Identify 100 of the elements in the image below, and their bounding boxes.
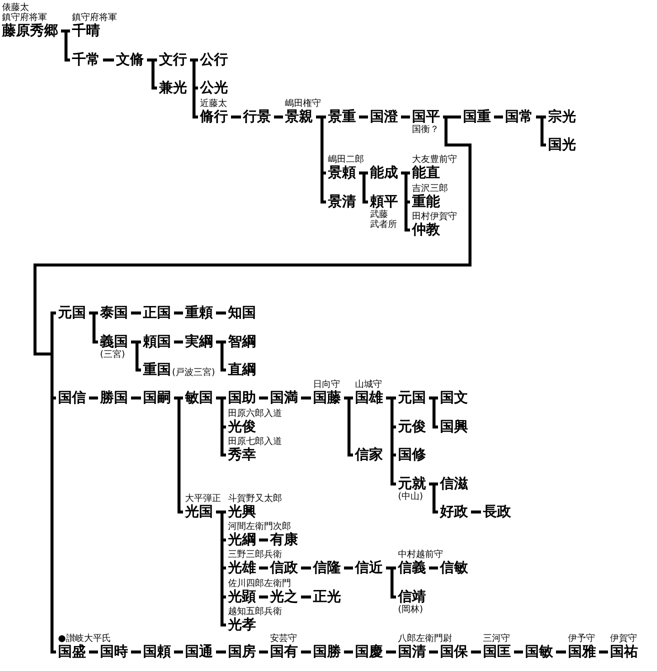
lineage-line — [274, 116, 283, 118]
person-name: 光之 — [270, 589, 298, 605]
person-name: 国清 — [398, 644, 426, 660]
person-name: 光孝 — [228, 617, 256, 633]
person-name: 国文 — [440, 390, 468, 406]
annotation: 鎮守府将軍 — [72, 13, 117, 23]
person-name: 国雄 — [355, 390, 383, 406]
person-name: 信靖 — [398, 589, 426, 605]
lineage-line — [216, 340, 226, 372]
lineage-line — [514, 650, 523, 654]
person-name: 元俊 — [398, 419, 426, 435]
person-name: 秀幸 — [228, 447, 256, 463]
lineage-line — [301, 650, 311, 654]
person-name: 千常 — [72, 52, 100, 68]
lineage-line — [174, 340, 183, 344]
person-name: 国有 — [270, 644, 298, 660]
annotation: 田原六郎入道 — [228, 409, 282, 419]
person-name: 国修 — [398, 447, 426, 463]
person-name: 泰国 — [100, 305, 128, 321]
person-name: 国保 — [440, 644, 468, 660]
lineage-line — [386, 650, 396, 654]
person-name: 頼平 — [370, 194, 398, 210]
annotation: 伊予守 — [568, 634, 595, 644]
annotation: 嶋田権守 — [285, 99, 321, 109]
annotation: 大友豊前守 — [412, 155, 457, 165]
person-name: 国祐 — [610, 644, 638, 660]
annotation: 嶋田二郎 — [328, 155, 364, 165]
person-name: 頼国 — [143, 334, 171, 350]
annotation: (岡林) — [398, 605, 424, 615]
person-name: 仲教 — [412, 222, 440, 238]
lineage-line — [401, 116, 410, 118]
person-name: 文脩 — [116, 52, 144, 68]
person-name: 信政 — [270, 560, 298, 576]
person-name: 敏国 — [185, 390, 213, 406]
person-name: 国信 — [58, 390, 86, 406]
annotation: 武藤 — [370, 210, 388, 220]
person-name: 実綱 — [185, 334, 213, 350]
lineage-line — [131, 396, 141, 400]
annotation: 伊賀守 — [610, 634, 637, 644]
person-name: 千晴 — [72, 23, 100, 39]
person-name: 国満 — [270, 390, 298, 406]
person-name: 信敏 — [440, 560, 468, 576]
lineage-line — [259, 538, 268, 542]
lineage-line — [536, 116, 546, 146]
annotation: 田原七郎入道 — [228, 437, 282, 447]
annotation: 国衡？ — [412, 125, 439, 135]
lineage-line — [344, 650, 353, 654]
person-name: 好政 — [440, 504, 468, 520]
lineage-line — [471, 510, 481, 514]
person-name: 景親 — [285, 109, 313, 125]
person-name: 国平 — [412, 109, 440, 125]
person-name: 文行 — [159, 52, 187, 68]
annotation: 安芸守 — [270, 634, 297, 644]
person-name: 信滋 — [440, 476, 468, 492]
person-name: 正国 — [143, 305, 171, 321]
person-name: 国頼 — [143, 644, 171, 660]
person-name: 光俊 — [228, 419, 256, 435]
person-name: 国時 — [100, 644, 128, 660]
lineage-line — [429, 482, 438, 514]
person-name: 国常 — [505, 109, 533, 125]
person-name: 知国 — [228, 305, 256, 321]
person-name: 景頼 — [328, 165, 356, 181]
person-name: 信隆 — [313, 560, 341, 576]
lineage-line — [301, 596, 311, 598]
lineage-line — [174, 650, 183, 654]
annotation: 河間左衛門次郎 — [228, 522, 291, 532]
person-name: 国光 — [548, 137, 576, 153]
annotation: 八郎左衛門尉 — [398, 634, 452, 644]
person-name: 国匡 — [483, 644, 511, 660]
annotation: 斗賀野又太郎 — [228, 494, 282, 504]
annotation: 吉沢三郎 — [412, 184, 448, 194]
person-name: 光雄 — [228, 560, 256, 576]
lineage-line — [344, 396, 353, 456]
person-name: 重能 — [412, 194, 440, 210]
person-name: 兼光 — [159, 80, 187, 96]
lineage-line — [131, 312, 141, 314]
person-name: 国慶 — [355, 644, 383, 660]
lineage-line — [231, 116, 241, 118]
lineage-line — [174, 312, 183, 314]
lineage-line — [259, 396, 268, 400]
annotation: 大平弾正 — [185, 494, 221, 504]
lineage-line — [216, 650, 226, 654]
lineage-line — [359, 116, 368, 118]
lineage-line — [216, 312, 226, 314]
lineage-line — [174, 396, 183, 514]
lineage-line — [89, 312, 98, 344]
lineage-line — [131, 340, 141, 372]
annotation: ●讃岐大平氏 — [58, 634, 111, 644]
person-name: 国助 — [228, 390, 256, 406]
annotation: 越知五郎兵衛 — [228, 607, 282, 617]
person-name: 国藤 — [313, 390, 341, 406]
person-name: 国勝 — [313, 644, 341, 660]
annotation: 三野三郎兵衛 — [228, 550, 282, 560]
person-name: 光綱 — [228, 532, 256, 548]
lineage-line — [301, 396, 311, 400]
lineage-line — [89, 650, 98, 654]
annotation: 佐川四郎左衛門 — [228, 579, 291, 589]
person-name: 公行 — [200, 52, 228, 68]
person-name: 正光 — [313, 589, 341, 605]
lineage-line — [259, 566, 268, 570]
